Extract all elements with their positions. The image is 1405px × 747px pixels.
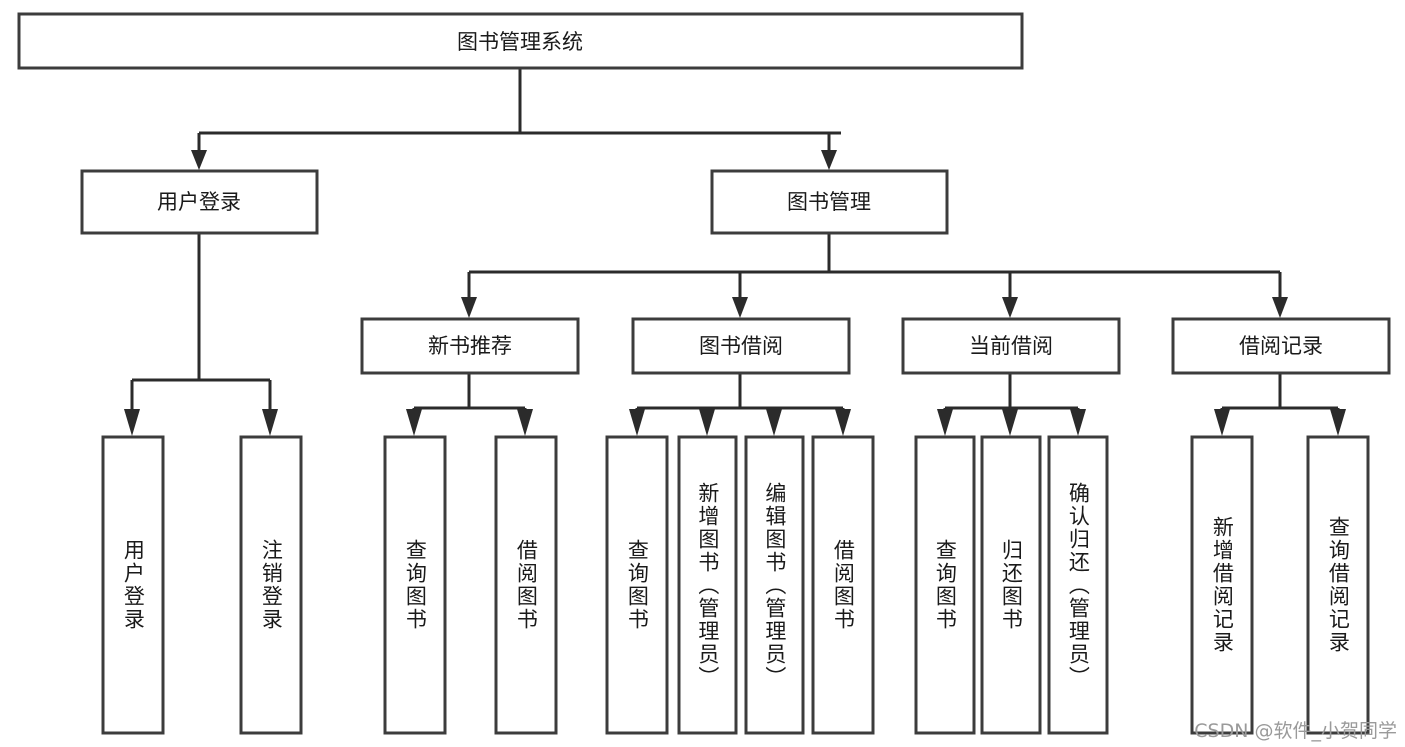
node-borrow-record-box[interactable] — [1171, 317, 1391, 375]
leaf-box-user-login[interactable] — [101, 435, 165, 735]
leaf-box-edit-book[interactable] — [744, 435, 805, 735]
arrowhead-user-login — [191, 150, 207, 170]
arrowhead-borrow-record — [1272, 297, 1288, 318]
arrowhead-current-borrow — [1002, 297, 1018, 318]
leaf-box-query-book-a[interactable] — [383, 435, 447, 735]
leaf-box-query-book-b[interactable] — [605, 435, 669, 735]
arrowhead-leaf-query-book-a — [406, 409, 422, 436]
leaf-box-borrow-book-a[interactable] — [494, 435, 558, 735]
arrowhead-book-borrow — [732, 297, 748, 318]
arrowhead-leaf-add-record — [1214, 409, 1230, 436]
leaf-box-add-book[interactable] — [677, 435, 738, 735]
node-user-login-label: 用户登录 — [157, 190, 241, 214]
node-book-manage[interactable]: 图书管理 — [710, 169, 949, 235]
node-current-borrow-box[interactable] — [901, 317, 1121, 375]
leaf-box-logout[interactable] — [239, 435, 303, 735]
connector-group-booksmanage-to-level3 — [461, 233, 1288, 318]
arrowhead-leaf-confirm-return — [1070, 409, 1086, 436]
connector-group-newbook-to-leaves — [406, 373, 533, 436]
connector-group-root-to-level2 — [191, 68, 841, 170]
arrowhead-leaf-user-login — [124, 409, 140, 436]
node-borrow-record-label: 借阅记录 — [1239, 334, 1323, 358]
arrowhead-leaf-query-book-c — [937, 409, 953, 436]
node-current-borrow-label: 当前借阅 — [969, 334, 1053, 358]
node-new-book-recommend[interactable]: 新书推荐 — [360, 317, 580, 375]
leaf-box-query-record[interactable] — [1306, 435, 1370, 735]
arrowhead-leaf-borrow-book-a — [517, 409, 533, 436]
node-book-borrow-box[interactable] — [631, 317, 851, 375]
node-book-manage-label: 图书管理 — [787, 190, 871, 214]
leaf-box-return-book[interactable] — [980, 435, 1042, 735]
node-book-manage-box[interactable] — [710, 169, 949, 235]
node-user-login-box[interactable] — [80, 169, 319, 235]
leaf-box-query-book-c[interactable] — [914, 435, 976, 735]
connector-group-currentborrow-to-leaves — [937, 373, 1086, 436]
connector-group-borrowrecord-to-leaves — [1214, 373, 1346, 436]
arrowhead-leaf-borrow-book-b — [835, 409, 851, 436]
node-borrow-record[interactable]: 借阅记录 — [1171, 317, 1391, 375]
node-current-borrow[interactable]: 当前借阅 — [901, 317, 1121, 375]
connector-group-bookborrow-to-leaves — [629, 373, 851, 436]
arrowhead-book-manage — [821, 150, 837, 170]
node-root-label: 图书管理系统 — [457, 30, 583, 54]
leaf-box-borrow-book-b[interactable] — [811, 435, 875, 735]
arrowhead-new-book — [461, 297, 477, 318]
watermark-text: CSDN @软件_小贺同学 — [1194, 720, 1397, 742]
node-user-login[interactable]: 用户登录 — [80, 169, 319, 235]
arrowhead-leaf-query-book-b — [629, 409, 645, 436]
arrowhead-leaf-edit-book — [766, 409, 782, 436]
node-book-borrow[interactable]: 图书借阅 — [631, 317, 851, 375]
node-new-book-recommend-label: 新书推荐 — [428, 334, 512, 358]
node-root[interactable]: 图书管理系统 — [17, 12, 1024, 70]
leaf-box-confirm-return[interactable] — [1047, 435, 1109, 735]
node-new-book-recommend-box[interactable] — [360, 317, 580, 375]
arrowhead-leaf-query-record — [1330, 409, 1346, 436]
arrowhead-leaf-add-book — [699, 409, 715, 436]
arrowhead-leaf-logout — [262, 409, 278, 436]
node-book-borrow-label: 图书借阅 — [699, 334, 783, 358]
node-root-box[interactable] — [17, 12, 1024, 70]
connector-group-userlogin-to-leaves — [124, 233, 278, 436]
leaf-box-add-record[interactable] — [1190, 435, 1254, 735]
arrowhead-leaf-return-book — [1002, 409, 1018, 436]
